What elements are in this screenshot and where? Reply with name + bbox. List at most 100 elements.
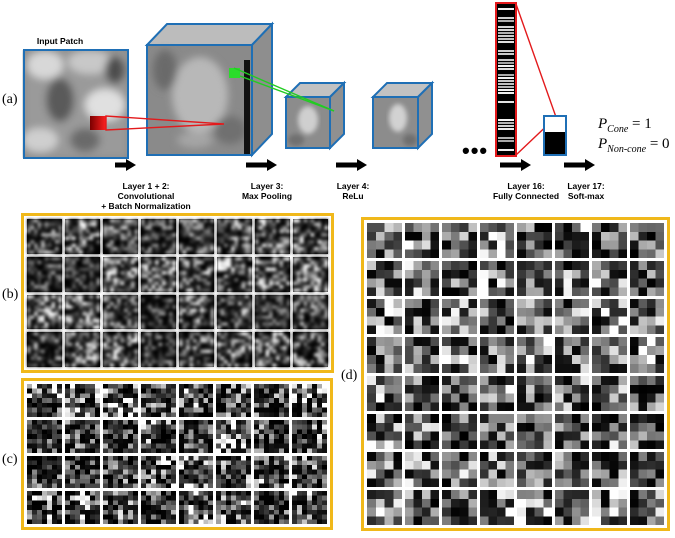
feature-map [592,337,627,373]
fully-connected-vector [495,2,517,157]
feature-map [27,294,62,330]
feature-map [554,337,589,373]
feature-map [27,332,62,367]
feature-map [140,419,176,453]
feature-cube-3 [370,80,435,151]
fc-unit [498,41,514,43]
feature-map [404,223,439,259]
p-noncone: PNon-cone = 0 [598,136,670,155]
fc-unit [498,26,514,28]
feature-map [178,419,214,453]
arrow-head [357,159,367,171]
feature-map [27,455,62,489]
feature-map [554,223,589,259]
fc-unit [498,50,514,52]
feature-map [367,451,402,487]
feature-map [254,455,290,489]
feature-map [442,299,477,335]
feature-map [292,455,327,489]
feature-map [554,451,589,487]
feature-map [629,261,664,297]
feature-map [479,489,514,525]
green-projection [233,67,335,112]
feature-map [629,337,664,373]
feature-map [217,332,252,367]
feature-map [27,491,62,524]
feature-map [217,219,252,254]
feature-map [292,384,327,417]
feature-map [254,419,290,453]
feature-map [592,489,627,525]
feature-map [27,419,62,453]
fc-unit [498,17,514,19]
feature-map [442,261,477,297]
feature-map [479,375,514,411]
feature-map [442,489,477,525]
feature-map [629,299,664,335]
feature-map [592,413,627,449]
feature-map [367,413,402,449]
feature-map [292,419,327,453]
feature-map [442,223,477,259]
feature-map [367,489,402,525]
feature-map [367,337,402,373]
fc-unit [498,8,514,10]
feature-grid-d [361,217,670,531]
feature-map [103,332,138,367]
feature-map [254,491,290,524]
feature-map [255,219,290,254]
feature-map [64,419,100,453]
feature-map [442,413,477,449]
feature-map [442,451,477,487]
feature-map [254,384,290,417]
fc-unit [498,86,514,88]
output-probabilities: PCone = 1 PNon-cone = 0 [598,116,670,155]
feature-map [140,455,176,489]
feature-map [140,384,176,417]
feature-map [554,413,589,449]
feature-map [179,219,214,254]
network-diagram: Input Patch [0,2,595,171]
fc-unit [498,137,514,139]
fc-unit [498,140,514,142]
feature-map [102,491,138,524]
fc-unit [498,149,514,151]
feature-map [103,256,138,292]
feature-map [404,451,439,487]
feature-map [27,256,62,292]
arrow-head [126,159,136,171]
input-patch [22,49,129,159]
feature-map [479,337,514,373]
fc-unit [498,74,514,76]
input-patch-label: Input Patch [37,36,83,46]
panel-label-b: (b) [2,287,19,302]
feature-map [178,384,214,417]
feature-map [367,261,402,297]
feature-map [442,375,477,411]
feature-map [216,384,252,417]
feature-map [65,332,100,367]
fc-unit [498,65,514,67]
feature-map [404,375,439,411]
fc-unit [498,62,514,64]
feature-map [179,294,214,330]
panel-label-a: (a) [2,92,18,107]
feature-map [216,491,252,524]
feature-map [404,299,439,335]
feature-map [517,489,552,525]
layer-label-fc: Layer 16:Fully Connected [492,181,560,201]
feature-map [293,332,328,367]
feature-map [554,299,589,335]
feature-map [479,413,514,449]
feature-map [27,384,62,417]
feature-map [65,219,100,254]
feature-map [27,219,62,254]
feature-map [178,455,214,489]
feature-map [367,375,402,411]
feature-map [517,451,552,487]
feature-map [178,491,214,524]
feature-map [479,299,514,335]
feature-map [479,261,514,297]
feature-grid-c [21,378,333,530]
